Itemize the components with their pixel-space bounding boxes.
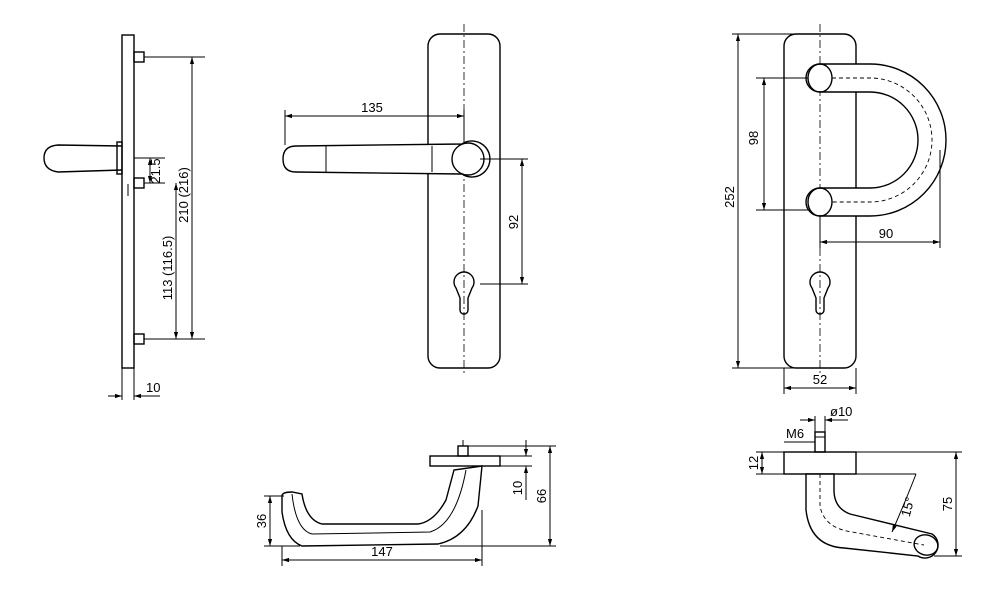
side-screw-mid [133, 177, 145, 189]
pull-side-profile [805, 473, 939, 559]
pull-side-stud [814, 431, 826, 453]
dim-98: 98 [746, 131, 761, 145]
dim-113-116-5: 113 (116.5) [160, 236, 175, 301]
dim-10-side: 10 [146, 380, 160, 395]
pull-handle [805, 63, 947, 217]
side-screw-top [133, 51, 145, 63]
side-backplate [121, 34, 135, 369]
side-screw-bottom [133, 333, 145, 345]
dim-92: 92 [506, 215, 521, 229]
pull-side-view: M6 ø10 12 15° 75 [746, 404, 962, 559]
dim-210-216: 210 (216) [176, 167, 191, 223]
dim-m6: M6 [786, 426, 804, 441]
dim-15deg: 15° [898, 495, 918, 518]
side-rose [116, 141, 123, 175]
front-keyhole [453, 271, 475, 315]
dim-135: 135 [361, 100, 383, 115]
pull-side-plate [783, 451, 857, 475]
dim-12: 12 [746, 456, 761, 470]
front-lever [282, 140, 491, 178]
dim-36: 36 [254, 514, 269, 528]
pull-keyhole [809, 271, 831, 315]
side-view: 21.5 210 (216) 113 (116.5) 10 [43, 34, 205, 400]
front-view: 135 92 [282, 24, 528, 375]
lever-spindle [457, 445, 469, 457]
dim-o10: ø10 [830, 404, 852, 419]
dim-75: 75 [940, 497, 955, 511]
side-lever [43, 144, 123, 173]
lever-top-view: 36 147 10 66 [254, 440, 556, 566]
lever-rose-plate [429, 455, 501, 467]
dim-10-lever: 10 [510, 481, 525, 495]
dim-21-5: 21.5 [148, 158, 163, 183]
dim-66: 66 [534, 489, 549, 503]
dim-147: 147 [371, 544, 393, 559]
pull-view: 98 252 90 52 [722, 24, 947, 394]
dim-90: 90 [879, 226, 893, 241]
dim-252: 252 [722, 186, 737, 208]
dim-52: 52 [813, 372, 827, 387]
lever-profile [281, 465, 483, 547]
